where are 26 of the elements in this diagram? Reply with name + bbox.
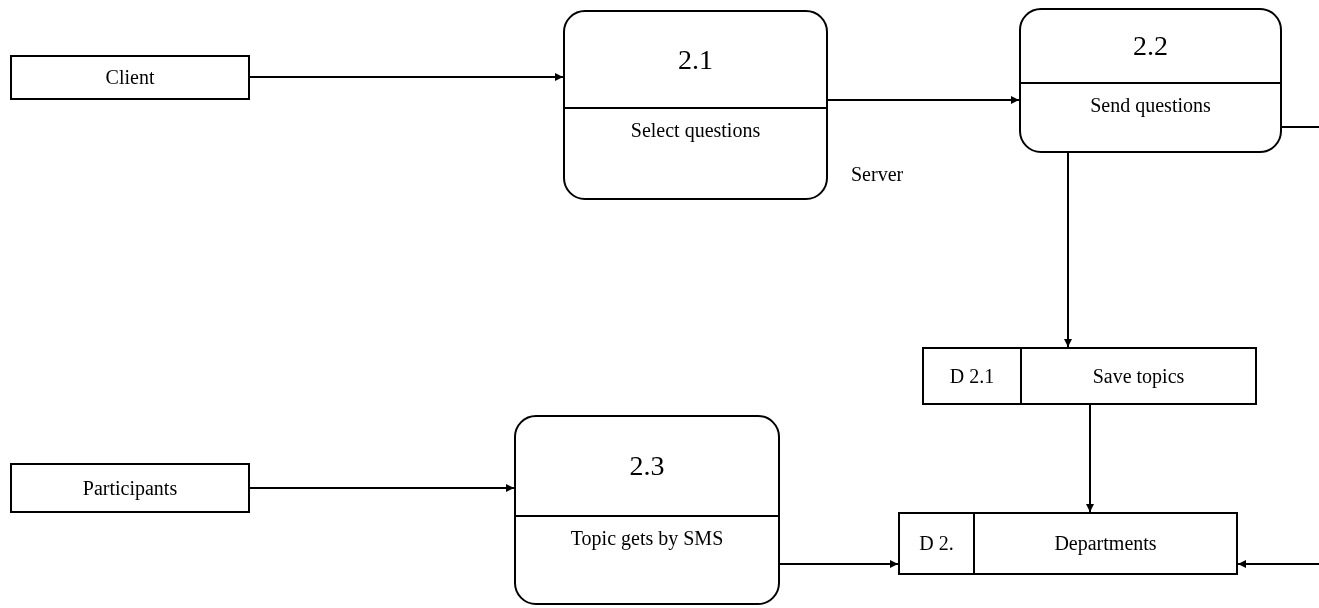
arrow	[827, 96, 1020, 104]
process-name: Select questions	[630, 119, 761, 141]
arrow	[1064, 152, 1072, 348]
process-name: Topic gets by SMS	[570, 527, 724, 549]
entity-box	[10, 463, 250, 513]
process-number: 2.1	[678, 43, 713, 76]
arrow	[1237, 560, 1319, 568]
process-box	[563, 10, 828, 200]
data-store-box	[898, 512, 1238, 575]
arrow	[249, 484, 515, 492]
process-box	[514, 415, 780, 605]
store-id: D 2.1	[949, 364, 995, 388]
arrow	[1086, 404, 1094, 513]
process-number: 2.2	[1133, 30, 1168, 62]
process-box	[1019, 8, 1282, 153]
store-name: Save topics	[1092, 364, 1185, 388]
entity-name: Participants	[82, 476, 178, 500]
arrow	[779, 560, 899, 568]
store-name: Departments	[1054, 532, 1157, 555]
data-store-box	[922, 347, 1257, 405]
store-id: D 2.	[919, 532, 954, 555]
process-number: 2.3	[629, 450, 665, 482]
arrow	[249, 73, 564, 81]
entity-box	[10, 55, 250, 100]
process-name: Send questions	[1090, 94, 1211, 116]
entity-name: Client	[105, 66, 155, 89]
